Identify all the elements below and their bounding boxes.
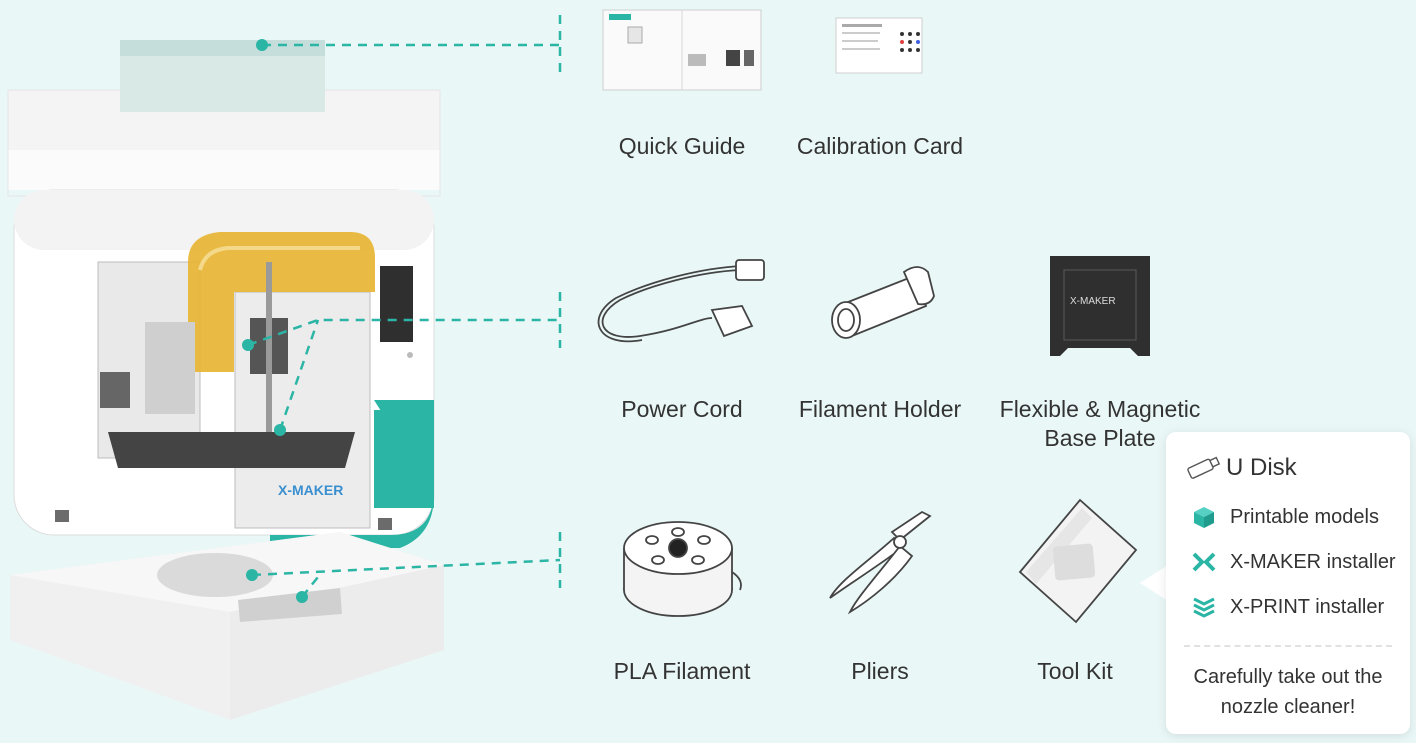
udisk-item-label: Printable models	[1230, 505, 1379, 528]
pla-filament-label: PLA Filament	[613, 658, 751, 684]
printer-body	[13, 189, 435, 566]
pliers-illustration	[829, 510, 932, 615]
xprint-logo-icon	[1190, 593, 1218, 621]
udisk-item-xprint-installer: X-PRINT installer	[1190, 592, 1384, 622]
usb-drive-icon	[1187, 456, 1221, 479]
bottom-foam-block	[10, 532, 444, 720]
power-cord-illustration	[597, 259, 765, 343]
top-foam-block	[7, 40, 441, 197]
udisk-note: Carefully take out the nozzle cleaner!	[1166, 662, 1410, 722]
plate-brand-label: X-MAKER	[1070, 296, 1116, 307]
udisk-panel-pointer	[1140, 565, 1168, 601]
quick-guide-illustration	[602, 9, 762, 91]
pliers-label: Pliers	[851, 658, 909, 684]
tool-kit-label: Tool Kit	[1037, 658, 1113, 684]
udisk-note-line1: Carefully take out the	[1193, 666, 1383, 688]
pla-filament-illustration	[623, 521, 742, 617]
udisk-item-xmaker-installer: X-MAKER installer	[1190, 547, 1396, 577]
calibration-card-label: Calibration Card	[796, 133, 964, 159]
tool-kit-illustration	[1018, 498, 1138, 624]
base-plate-label-line1: Flexible & Magnetic	[999, 396, 1201, 422]
udisk-item-printable-models: Printable models	[1190, 502, 1379, 532]
udisk-panel: U Disk Printable models X-MAKER installe…	[1166, 432, 1410, 734]
leader-dots	[242, 39, 308, 603]
calibration-card-illustration	[835, 17, 923, 74]
quick-guide-label: Quick Guide	[618, 133, 746, 159]
xmaker-logo-icon	[1190, 548, 1218, 576]
udisk-item-label: X-MAKER installer	[1230, 550, 1396, 573]
power-cord-label: Power Cord	[621, 396, 743, 422]
printer-brand-label: X-MAKER	[278, 482, 344, 498]
cube-icon	[1190, 503, 1218, 531]
base-plate-illustration	[1050, 256, 1150, 356]
udisk-title: U Disk	[1226, 454, 1297, 481]
filament-holder-label: Filament Holder	[798, 396, 962, 422]
base-plate-label-line2: Base Plate	[1044, 425, 1156, 451]
filament-holder-illustration	[831, 266, 935, 339]
udisk-divider	[1184, 645, 1392, 647]
udisk-item-label: X-PRINT installer	[1230, 595, 1385, 618]
udisk-note-line2: nozzle cleaner!	[1220, 696, 1356, 718]
